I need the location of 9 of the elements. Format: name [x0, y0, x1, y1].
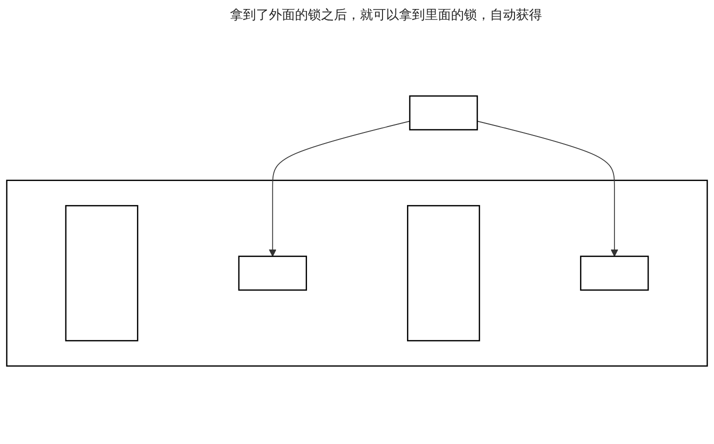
- node-box: [580, 256, 649, 291]
- arrow: [476, 120, 618, 257]
- cluster: [6, 180, 708, 367]
- node-box: [65, 205, 138, 342]
- node-box: [238, 256, 307, 291]
- note-text: 拿到了外面的锁之后，就可以拿到里面的锁，自动获得: [230, 7, 543, 24]
- node-box: [407, 205, 480, 342]
- arrow: [268, 120, 410, 257]
- node-box: [409, 95, 478, 130]
